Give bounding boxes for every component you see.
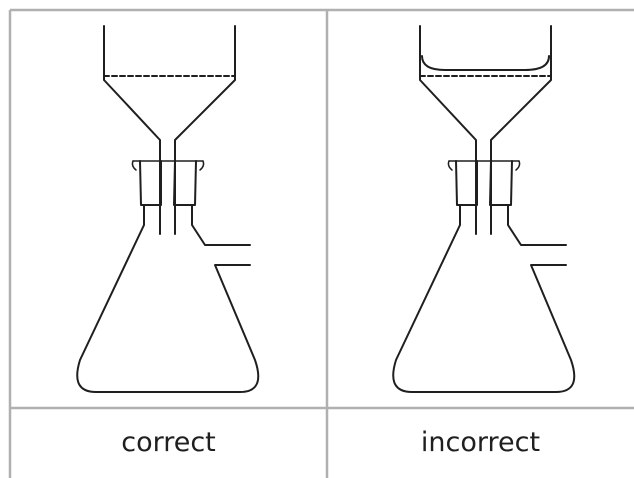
label-correct: correct [121, 427, 216, 458]
table-grid [8, 8, 634, 478]
rubber-stopper [455, 160, 513, 206]
incorrect-setup-drawing [392, 25, 576, 393]
flask-outline [392, 204, 576, 393]
rubber-stopper [139, 160, 197, 206]
filter-paper-curved [421, 55, 550, 71]
funnel-outline [103, 25, 236, 235]
flask-outline [76, 204, 260, 393]
correct-setup-drawing [76, 25, 260, 393]
funnel-outline [419, 25, 552, 235]
label-incorrect: incorrect [420, 427, 541, 458]
